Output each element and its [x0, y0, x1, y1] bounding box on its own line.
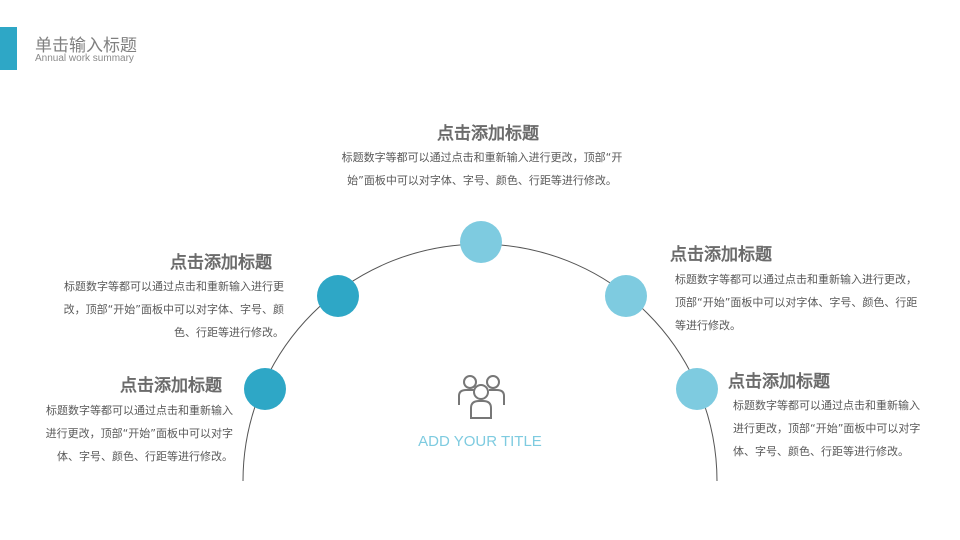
- node-upper-left: [317, 275, 359, 317]
- slide-subtitle: Annual work summary: [35, 53, 134, 64]
- item-title[interactable]: 点击添加标题: [437, 124, 539, 144]
- item-desc[interactable]: 标题数字等都可以通过点击和重新输入进行更改，顶部“开始”面板中可以对字体、字号、…: [675, 273, 918, 332]
- node-top: [460, 221, 502, 263]
- item-title[interactable]: 点击添加标题: [670, 245, 772, 265]
- item-desc[interactable]: 标题数字等都可以通过点击和重新输入进行更改，顶部“开始”面板中可以对字体、字号、…: [63, 280, 284, 339]
- item-title[interactable]: 点击添加标题: [120, 376, 222, 396]
- item-title[interactable]: 点击添加标题: [728, 372, 830, 392]
- node-upper-right: [605, 275, 647, 317]
- item-title[interactable]: 点击添加标题: [170, 253, 272, 273]
- item-desc[interactable]: 标题数字等都可以通过点击和重新输入进行更改，顶部“开始”面板中可以对字体、字号、…: [341, 151, 623, 187]
- center-title[interactable]: ADD YOUR TITLE: [418, 433, 542, 450]
- accent-bar: [0, 27, 17, 70]
- item-desc[interactable]: 标题数字等都可以通过点击和重新输入进行更改，顶部“开始”面板中可以对字体、字号、…: [45, 404, 233, 463]
- item-desc[interactable]: 标题数字等都可以通过点击和重新输入进行更改，顶部“开始”面板中可以对字体、字号、…: [733, 399, 921, 458]
- slide-title: 单击输入标题: [35, 36, 137, 56]
- node-lower-right: [676, 368, 718, 410]
- people-group-icon: [458, 375, 505, 419]
- node-lower-left: [244, 368, 286, 410]
